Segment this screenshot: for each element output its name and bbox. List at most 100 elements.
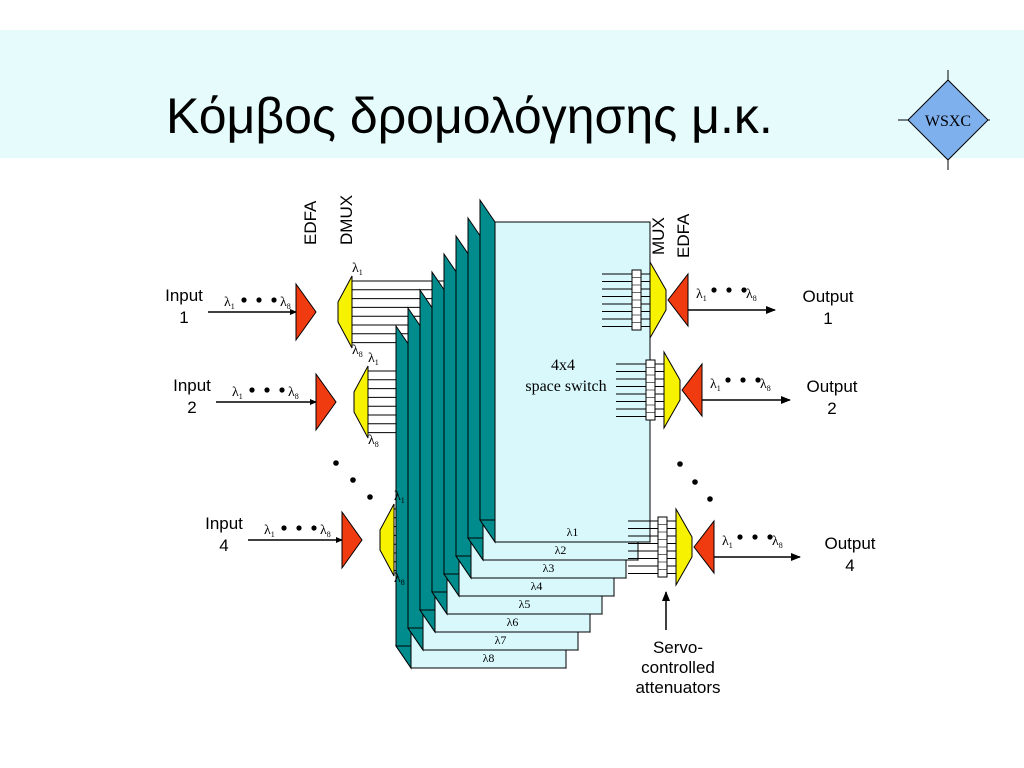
output-label: Output xyxy=(806,377,857,396)
switch-label-2: space switch xyxy=(525,378,606,395)
lambda-first: λ1 xyxy=(232,385,243,401)
edfa-amplifier xyxy=(667,272,689,328)
edfa-out-label: EDFA xyxy=(674,213,693,258)
lambda-dot xyxy=(726,287,732,293)
lambda-last: λ8 xyxy=(760,377,771,393)
lambda-dot xyxy=(740,377,746,383)
lambda-first: λ1 xyxy=(696,287,707,303)
input-continuation-dots xyxy=(333,460,373,500)
plane-label: λ6 xyxy=(507,615,519,629)
input-label: Input xyxy=(205,514,243,533)
output-stage: λ1 λ8 Output 4 xyxy=(628,507,876,587)
input-number: 1 xyxy=(179,308,188,327)
edfa-in-label: EDFA xyxy=(301,200,320,245)
input-number: 4 xyxy=(219,536,228,555)
input-stage: Input 1 λ1 λ8 xyxy=(165,282,317,342)
mux-block xyxy=(663,350,681,430)
mux-block xyxy=(649,260,667,340)
edfa-amplifier xyxy=(341,510,363,570)
lambda-first: λ1 xyxy=(722,534,733,550)
demux-units: λ1 λ8 λ1 λ8 λ1 λ8 xyxy=(337,261,405,587)
demux-unit: λ1 λ8 xyxy=(379,489,405,587)
plane-label: λ7 xyxy=(495,633,507,647)
lambda-dot xyxy=(311,525,317,531)
edfa-amplifier xyxy=(681,362,703,418)
lambda-dot xyxy=(241,297,247,303)
lambda-dot xyxy=(752,534,758,540)
input-stage: Input 2 λ1 λ8 xyxy=(173,372,337,432)
plane-label: λ5 xyxy=(519,597,531,611)
plane-label: λ2 xyxy=(555,543,567,557)
servo-label-3: attenuators xyxy=(635,678,720,697)
switch-plane: λ1 xyxy=(479,198,651,544)
lambda-first: λ1 xyxy=(710,377,721,393)
lambda-last: λ8 xyxy=(280,295,291,311)
lambda-first: λ1 xyxy=(224,295,235,311)
lambda-last: λ8 xyxy=(746,287,757,303)
output-label: Output xyxy=(802,287,853,306)
lambda-dot xyxy=(264,387,270,393)
slide-title: Κόμβος δρομολόγησης μ.κ. xyxy=(166,88,773,144)
plane-label: λ3 xyxy=(543,561,555,575)
output-number: 1 xyxy=(823,309,832,328)
lambda-dot xyxy=(741,287,747,293)
demux-block xyxy=(379,503,395,577)
output-continuation-dots xyxy=(677,461,713,502)
mux-block xyxy=(675,507,693,587)
title-bar xyxy=(0,30,1024,158)
lambda-first: λ1 xyxy=(394,489,405,505)
plane-label: λ4 xyxy=(531,579,543,593)
output-label: Output xyxy=(824,534,875,553)
edfa-amplifier xyxy=(315,372,337,432)
input-number: 2 xyxy=(187,398,196,417)
lambda-last: λ8 xyxy=(288,385,299,401)
dmux-label: DMUX xyxy=(337,195,356,245)
plane-label: λ8 xyxy=(483,651,495,665)
input-stage: Input 4 λ1 λ8 xyxy=(205,510,363,570)
output-stage: λ1 λ8 Output 1 xyxy=(602,260,854,340)
edfa-amplifier xyxy=(295,282,317,342)
lambda-last: λ8 xyxy=(394,571,405,587)
logo-text: WSXC xyxy=(925,113,971,130)
output-number: 2 xyxy=(827,399,836,418)
lambda-dot xyxy=(737,534,743,540)
plane-label: λ1 xyxy=(567,525,579,539)
lambda-dot xyxy=(281,525,287,531)
servo-label-1: Servo- xyxy=(653,638,703,657)
lambda-dot xyxy=(296,525,302,531)
lambda-last: λ8 xyxy=(772,534,783,550)
lambda-dot xyxy=(271,297,277,303)
switch-label-1: 4x4 xyxy=(551,357,575,374)
lambda-first: λ1 xyxy=(352,261,363,277)
lambda-dot xyxy=(725,377,731,383)
plane-face xyxy=(494,221,651,543)
edfa-amplifier xyxy=(693,519,715,575)
lambda-dot xyxy=(256,297,262,303)
demux-block xyxy=(353,365,369,439)
lambda-last: λ8 xyxy=(368,433,379,449)
lambda-dot xyxy=(767,534,773,540)
lambda-last: λ8 xyxy=(352,343,363,359)
demux-unit: λ1 λ8 xyxy=(337,261,363,359)
servo-label-2: controlled xyxy=(641,658,715,677)
output-stage: λ1 λ8 Output 2 xyxy=(616,350,858,430)
lambda-dot xyxy=(279,387,285,393)
input-label: Input xyxy=(173,376,211,395)
input-label: Input xyxy=(165,286,203,305)
lambda-first: λ1 xyxy=(368,351,379,367)
demux-block xyxy=(337,275,353,349)
lambda-dot xyxy=(711,287,717,293)
mux-label: MUX xyxy=(649,217,668,255)
plane-side xyxy=(479,198,496,544)
lambda-dot xyxy=(755,377,761,383)
wsxc-logo: WSXC xyxy=(898,70,990,170)
output-number: 4 xyxy=(845,556,854,575)
demux-unit: λ1 λ8 xyxy=(353,351,379,449)
lambda-dot xyxy=(249,387,255,393)
lambda-first: λ1 xyxy=(264,523,275,539)
lambda-last: λ8 xyxy=(320,523,331,539)
